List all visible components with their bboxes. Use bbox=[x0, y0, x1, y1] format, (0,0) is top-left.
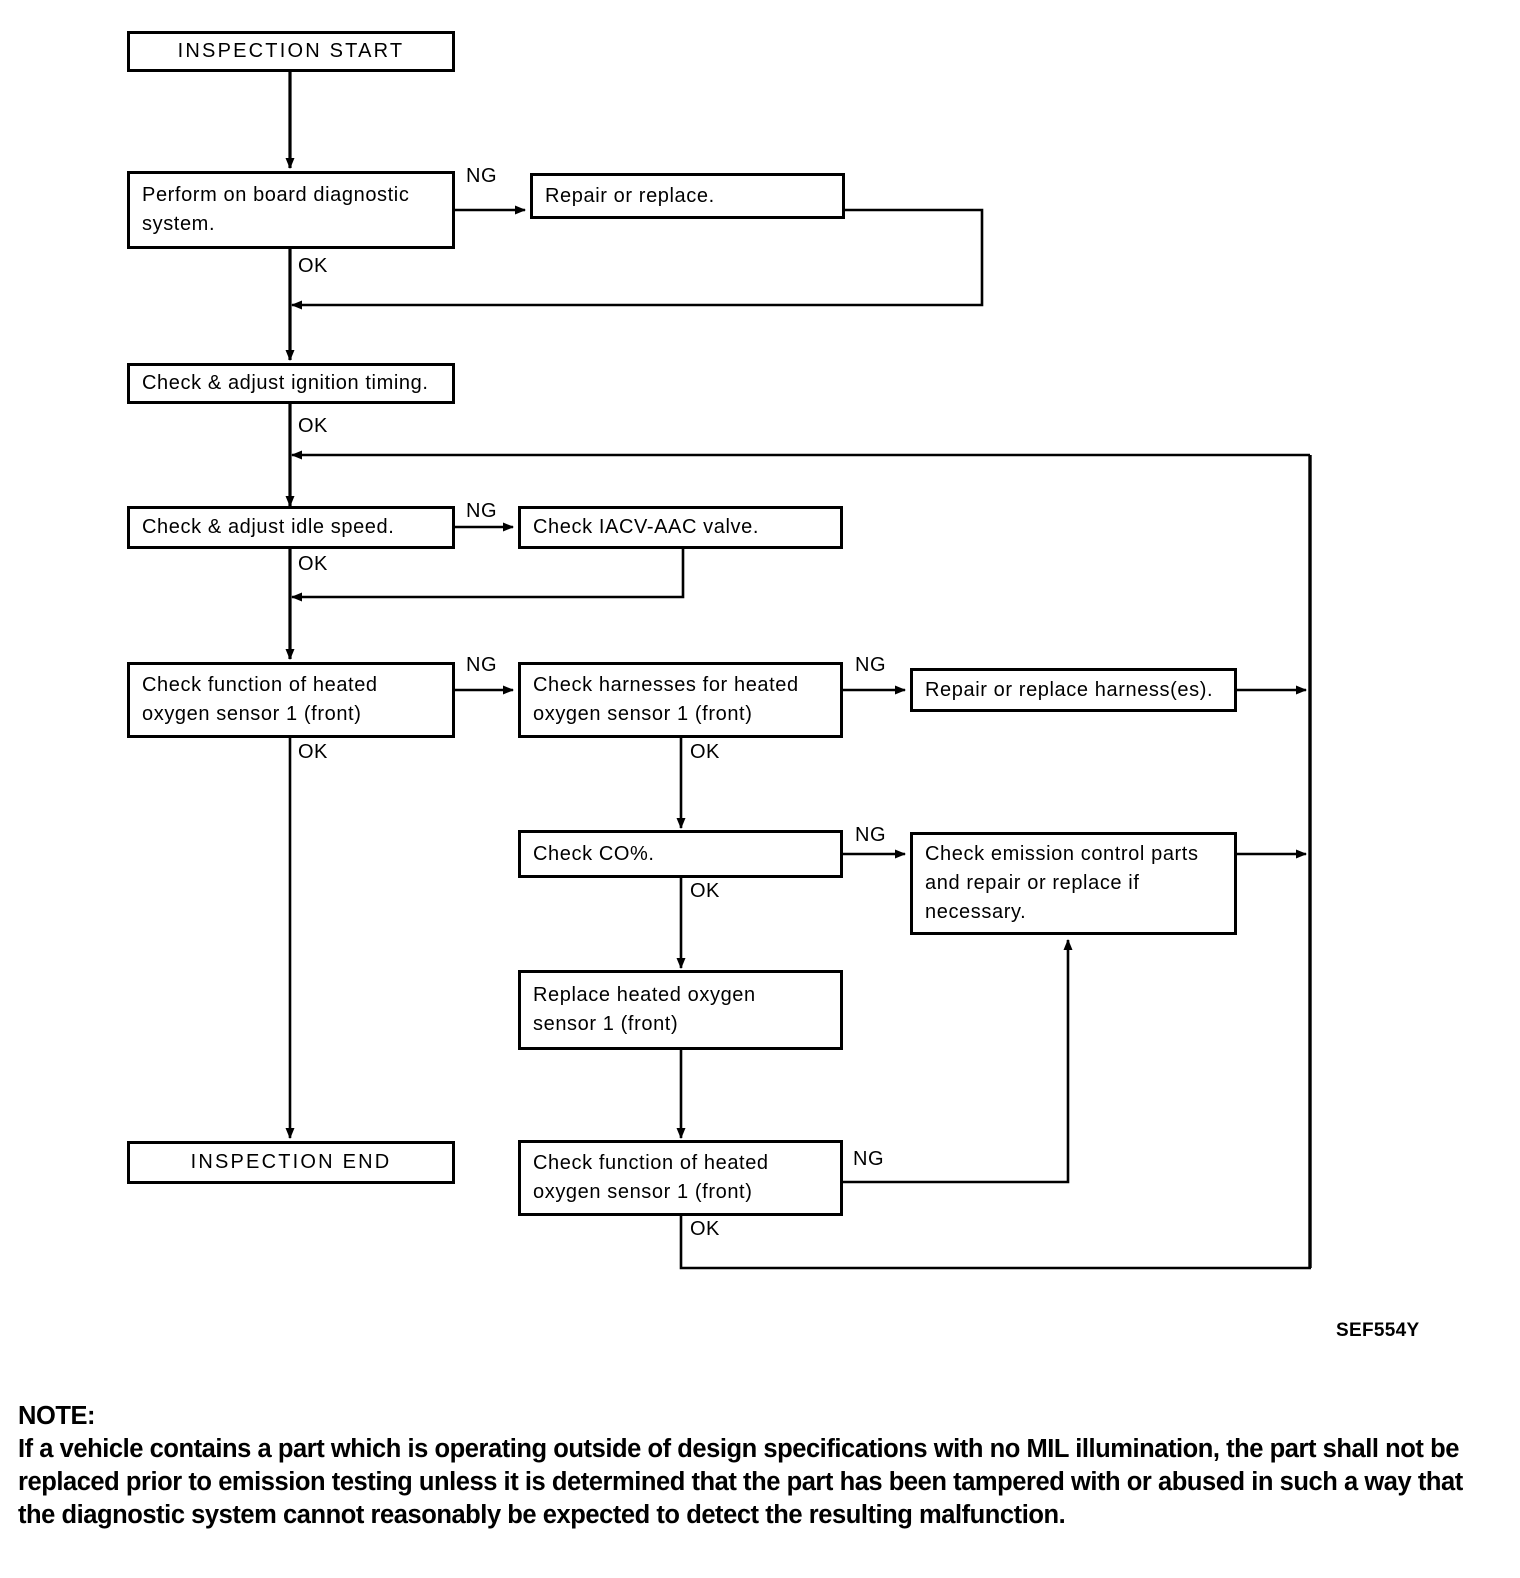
edge-label-ho2s1-ok: OK bbox=[298, 741, 328, 763]
edge-repair-return bbox=[291, 208, 984, 310]
node-repair-replace-harness-label: Repair or replace harness(es). bbox=[925, 678, 1214, 701]
edge-label-ignition-ok: OK bbox=[298, 415, 328, 437]
edge-label-ho2s2-ng: NG bbox=[853, 1148, 884, 1170]
node-perform-obd[interactable]: Perform on board diagnostic system. bbox=[127, 171, 455, 249]
node-check-ignition-timing-label: Check & adjust ignition timing. bbox=[142, 372, 429, 394]
node-repair-or-replace[interactable]: Repair or replace. bbox=[530, 173, 845, 219]
edge-iacv-return bbox=[291, 549, 685, 602]
edge-label-obd-ng: NG bbox=[466, 165, 497, 187]
edge-ho2s2-ng bbox=[843, 939, 1073, 1184]
node-check-ignition-timing[interactable]: Check & adjust ignition timing. bbox=[127, 363, 455, 404]
node-check-function-ho2s-1[interactable]: Check function of heated oxygen sensor 1… bbox=[127, 662, 455, 738]
note-block: NOTE: If a vehicle contains a part which… bbox=[18, 1400, 1478, 1533]
edge-label-harness-ok: OK bbox=[690, 741, 720, 763]
node-check-function-ho2s-2-label: Check function of heated oxygen sensor 1… bbox=[533, 1152, 769, 1203]
edge-label-idle-ng: NG bbox=[466, 500, 497, 522]
edge-label-co-ng: NG bbox=[855, 824, 886, 846]
node-check-function-ho2s-1-label: Check function of heated oxygen sensor 1… bbox=[142, 674, 378, 725]
node-perform-obd-label: Perform on board diagnostic system. bbox=[142, 184, 410, 235]
node-check-idle-speed-label: Check & adjust idle speed. bbox=[142, 516, 395, 538]
note-title: NOTE: bbox=[18, 1402, 96, 1430]
node-check-idle-speed[interactable]: Check & adjust idle speed. bbox=[127, 506, 455, 549]
node-replace-ho2s-1[interactable]: Replace heated oxygen sensor 1 (front) bbox=[518, 970, 843, 1050]
node-check-harnesses-ho2s[interactable]: Check harnesses for heated oxygen sensor… bbox=[518, 662, 843, 738]
edge-label-ho2s1-ng: NG bbox=[466, 654, 497, 676]
node-check-co-percent-label: Check CO%. bbox=[533, 842, 655, 865]
node-inspection-end[interactable]: INSPECTION END bbox=[127, 1141, 455, 1184]
node-inspection-end-label: INSPECTION END bbox=[190, 1151, 392, 1173]
note-body: If a vehicle contains a part which is op… bbox=[18, 1435, 1463, 1530]
edge-label-idle-ok: OK bbox=[298, 553, 328, 575]
node-repair-or-replace-label: Repair or replace. bbox=[545, 184, 715, 207]
node-check-emission-control-parts[interactable]: Check emission control parts and repair … bbox=[910, 832, 1237, 935]
node-check-function-ho2s-2[interactable]: Check function of heated oxygen sensor 1… bbox=[518, 1140, 843, 1216]
edge-label-harness-ng: NG bbox=[855, 654, 886, 676]
node-repair-replace-harness[interactable]: Repair or replace harness(es). bbox=[910, 668, 1237, 712]
node-replace-ho2s-1-label: Replace heated oxygen sensor 1 (front) bbox=[533, 984, 756, 1035]
figure-reference-code: SEF554Y bbox=[1336, 1320, 1420, 1341]
node-check-harnesses-ho2s-label: Check harnesses for heated oxygen sensor… bbox=[533, 674, 799, 725]
edge-ho2s2-ok bbox=[679, 1216, 1311, 1270]
edge-label-co-ok: OK bbox=[690, 880, 720, 902]
node-check-iacv-aac-valve-label: Check IACV-AAC valve. bbox=[533, 516, 760, 538]
node-check-iacv-aac-valve[interactable]: Check IACV-AAC valve. bbox=[518, 506, 843, 549]
edge-label-obd-ok: OK bbox=[298, 255, 328, 277]
node-inspection-start-label: INSPECTION START bbox=[177, 40, 405, 62]
node-check-emission-control-parts-label: Check emission control parts and repair … bbox=[925, 843, 1199, 923]
flow-connectors bbox=[285, 72, 1312, 1270]
node-inspection-start[interactable]: INSPECTION START bbox=[127, 31, 455, 72]
node-check-co-percent[interactable]: Check CO%. bbox=[518, 830, 843, 878]
edge-label-ho2s2-ok: OK bbox=[690, 1218, 720, 1240]
